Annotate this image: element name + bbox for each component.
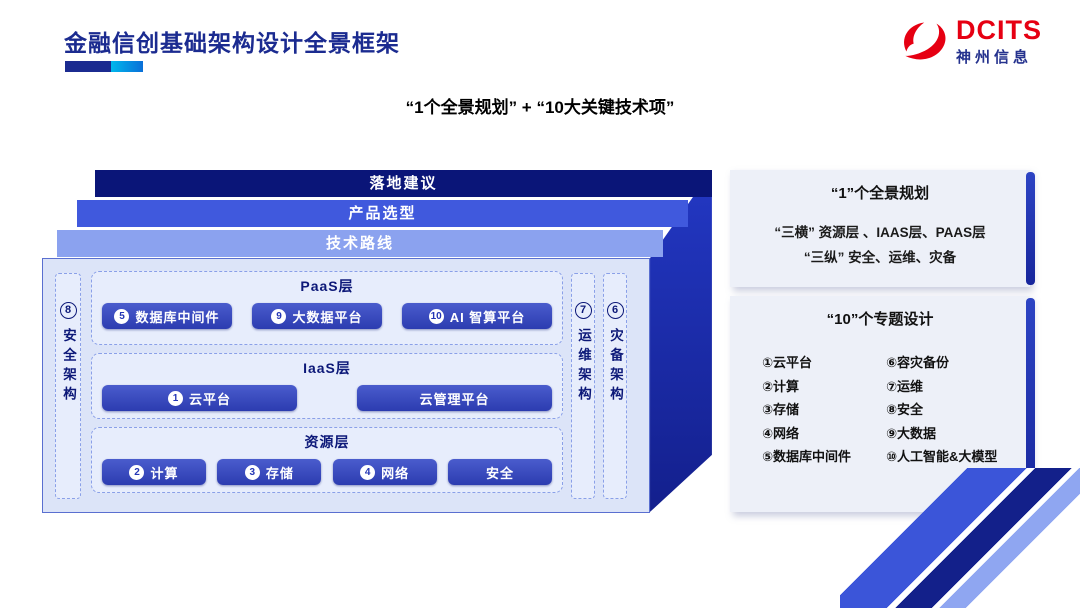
section-title: PaaS层	[300, 278, 354, 294]
underline-navy-segment	[65, 61, 111, 72]
dcits-logo: DCITS 神州信息	[894, 16, 1042, 67]
section-paas-layer: PaaS层 5 数据库中间件 9 大数据平台 10 AI 智算平台	[91, 271, 563, 345]
pillar-ops-architecture: 7 运维架构	[571, 273, 595, 499]
pillar-number-badge: 7	[574, 302, 592, 319]
chip-number-badge: 3	[244, 464, 260, 480]
pillar-label: 安全架构	[61, 328, 76, 406]
pillar-security-architecture: 8 安全架构	[55, 273, 81, 499]
topic-item: ①云平台	[762, 355, 813, 370]
chip-number-badge: 1	[167, 390, 183, 406]
topic-column-left: ①云平台 ②计算 ③存储 ④网络 ⑤数据库中间件	[762, 351, 886, 469]
logo-company: 神州信息	[956, 49, 1033, 66]
chip-number-badge: 10	[428, 308, 444, 324]
topic-item: ②计算	[762, 378, 800, 394]
layer-bar-landing-advice: 落地建议	[95, 170, 712, 197]
chip-number-badge: 5	[114, 308, 130, 324]
topic-item: ⑥容灾备份	[886, 355, 950, 370]
logo-text: DCITS 神州信息	[956, 16, 1042, 67]
pillar-label: 运维架构	[576, 328, 591, 406]
underline-cyan-segment	[111, 61, 143, 72]
corner-stripes-decoration	[840, 468, 1080, 608]
panel-topic-designs: “10”个专题设计 ①云平台 ②计算 ③存储 ④网络 ⑤数据库中间件 ⑥容灾备份…	[730, 296, 1035, 512]
chip-label: 计算	[150, 465, 179, 481]
chip-label: AI 智算平台	[449, 309, 526, 325]
topic-columns: ①云平台 ②计算 ③存储 ④网络 ⑤数据库中间件 ⑥容灾备份 ⑦运维 ⑧安全 ⑨…	[730, 351, 1030, 469]
btn-cloud-mgmt-platform: 云管理平台	[357, 385, 552, 411]
chip-label: 大数据平台	[292, 309, 363, 325]
layer-bar-tech-route: 技术路线	[57, 230, 663, 257]
chip-label: 云管理平台	[419, 391, 490, 407]
panel-accent-bar	[1026, 298, 1035, 510]
btn-network: 4 网络	[332, 459, 437, 485]
section-title: IaaS层	[303, 360, 351, 376]
pillar-label: 灾备架构	[608, 328, 623, 406]
panel-accent-bar	[1026, 172, 1035, 285]
btn-security: 安全	[447, 459, 552, 485]
chip-label: 安全	[485, 465, 514, 481]
topic-item: ⑤数据库中间件	[762, 449, 852, 464]
topic-item: ⑦运维	[886, 378, 924, 394]
chip-number-badge: 4	[360, 464, 376, 480]
section-iaas-layer: IaaS层 1 云平台 云管理平台	[91, 353, 563, 419]
section-title: 资源层	[304, 434, 350, 450]
iaas-button-row: 1 云平台 云管理平台	[102, 385, 552, 411]
layer-bar-product-selection: 产品选型	[77, 200, 688, 227]
section-resource-layer: 资源层 2 计算 3 存储 4 网络 安全	[91, 427, 563, 493]
logo-swoosh-icon	[904, 22, 946, 59]
topic-item: ⑩人工智能&大模型	[886, 449, 998, 464]
btn-storage: 3 存储	[217, 459, 322, 485]
btn-compute: 2 计算	[102, 459, 206, 485]
topic-item: ④网络	[762, 425, 800, 441]
architecture-body: 8 安全架构 PaaS层 5 数据库中间件 9 大数据平台 10 AI 智算平台	[42, 258, 650, 513]
paas-button-row: 5 数据库中间件 9 大数据平台 10 AI 智算平台	[102, 303, 552, 329]
logo-brand: DCITS	[956, 15, 1042, 45]
btn-database-middleware: 5 数据库中间件	[102, 303, 232, 329]
topic-column-right: ⑥容灾备份 ⑦运维 ⑧安全 ⑨大数据 ⑩人工智能&大模型	[886, 351, 997, 469]
chip-number-badge: 2	[129, 464, 145, 480]
chip-label: 网络	[381, 465, 410, 481]
pillar-number-badge: 6	[606, 302, 624, 319]
resource-button-row: 2 计算 3 存储 4 网络 安全	[102, 459, 552, 485]
chip-label: 云平台	[188, 391, 231, 407]
chip-number-badge: 9	[271, 308, 287, 324]
page-title: 金融信创基础架构设计全景框架	[64, 30, 400, 56]
plan-description: “三横” 资源层 、IAAS层、PAAS层 “三纵” 安全、运维、灾备	[730, 220, 1030, 270]
panel-title: “10”个专题设计	[826, 311, 934, 328]
plan-line-vertical: “三纵” 安全、运维、灾备	[803, 250, 957, 265]
topic-item: ⑧安全	[886, 402, 924, 417]
btn-cloud-platform: 1 云平台	[102, 385, 297, 411]
panel-title: “1”个全景规划	[830, 185, 930, 202]
plan-line-horizontal: “三横” 资源层 、IAAS层、PAAS层	[774, 225, 986, 240]
topic-item: ③存储	[762, 402, 800, 417]
panel-overall-plan: “1”个全景规划 “三横” 资源层 、IAAS层、PAAS层 “三纵” 安全、运…	[730, 170, 1035, 287]
subtitle: “1个全景规划” + “10大关键技术项”	[405, 98, 675, 117]
topic-item: ⑨大数据	[886, 425, 937, 441]
chip-label: 数据库中间件	[135, 309, 220, 325]
btn-bigdata-platform: 9 大数据平台	[252, 303, 382, 329]
btn-ai-platform: 10 AI 智算平台	[402, 303, 552, 329]
pillar-disaster-recovery-architecture: 6 灾备架构	[603, 273, 627, 499]
pillar-number-badge: 8	[59, 302, 77, 319]
title-underline	[65, 61, 143, 72]
chip-label: 存储	[265, 465, 294, 481]
